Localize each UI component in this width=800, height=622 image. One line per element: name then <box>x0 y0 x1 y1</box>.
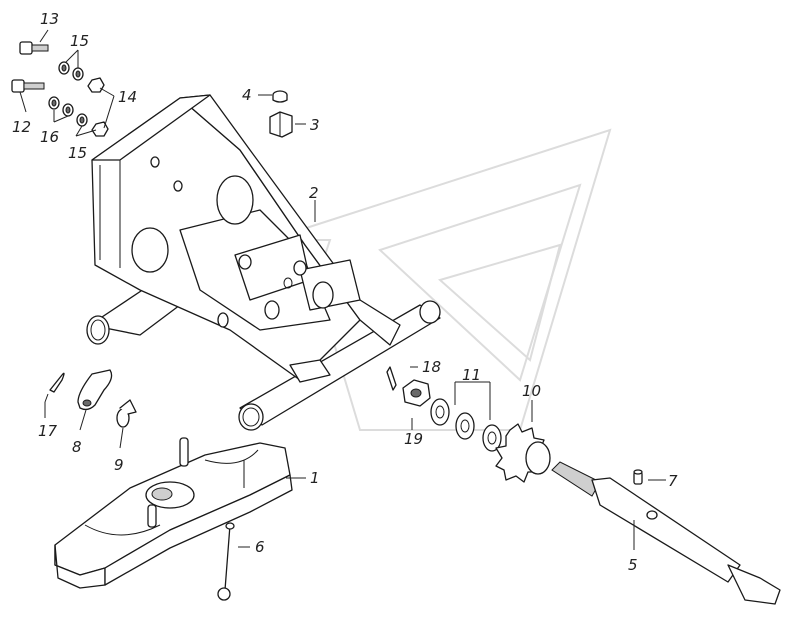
callout-12: 12 <box>12 118 31 136</box>
base-block <box>54 437 293 589</box>
shaft <box>551 461 781 605</box>
washers <box>430 398 502 452</box>
callout-4: 4 <box>242 86 252 104</box>
castle-nut <box>402 379 431 407</box>
callout-15-bottom: 15 <box>68 144 87 162</box>
callout-1: 1 <box>310 469 320 487</box>
callout-10: 10 <box>522 382 541 400</box>
callout-17: 17 <box>38 422 58 440</box>
bracket-frame <box>86 94 441 431</box>
callout-6: 6 <box>255 538 265 556</box>
callout-18: 18 <box>422 358 441 376</box>
bolt-12 <box>11 79 45 93</box>
callout-16: 16 <box>40 128 59 146</box>
cotter-pin <box>44 372 65 403</box>
callout-7: 7 <box>668 472 678 490</box>
callout-15-top: 15 <box>70 32 89 50</box>
callout-5: 5 <box>628 556 638 574</box>
leader-lines <box>19 29 666 550</box>
ring-clip <box>116 399 137 428</box>
sleeve <box>269 111 293 138</box>
cap <box>272 90 288 103</box>
callout-3: 3 <box>310 116 320 134</box>
clip <box>77 369 113 411</box>
callout-19: 19 <box>404 430 423 448</box>
callout-14: 14 <box>118 88 137 106</box>
callout-2: 2 <box>309 184 319 202</box>
bolt-13 <box>19 41 49 55</box>
callout-13: 13 <box>40 10 59 28</box>
callout-11: 11 <box>462 366 481 384</box>
callout-labels: 13 15 14 12 16 15 4 3 2 1 6 17 8 9 18 19… <box>12 10 678 574</box>
callout-9: 9 <box>114 456 124 474</box>
sprocket <box>495 423 551 483</box>
split-pin <box>386 366 397 391</box>
long-pin <box>217 522 235 601</box>
callout-8: 8 <box>72 438 82 456</box>
washers-and-nuts <box>48 61 109 137</box>
small-pin <box>633 469 643 485</box>
